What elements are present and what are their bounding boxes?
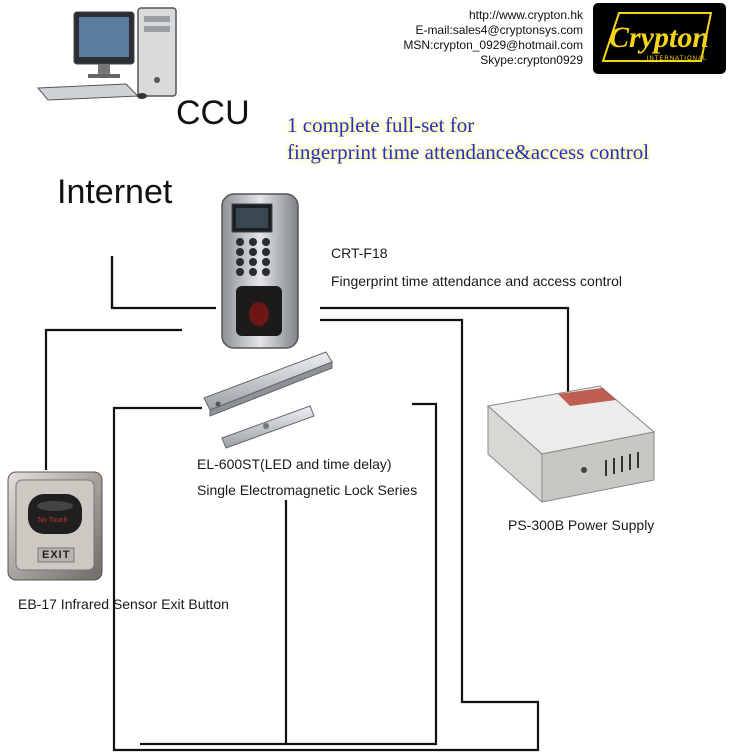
headline-line-1: 1 complete full-set for — [287, 113, 475, 137]
keypad-key — [236, 268, 244, 276]
wire-loop-right — [140, 402, 438, 746]
contact-block: http://www.crypton.hk E-mail:sales4@cryp… — [403, 8, 583, 68]
keypad-key — [262, 268, 270, 276]
keypad-key — [249, 238, 257, 246]
electromagnetic-lock-icon — [203, 351, 333, 449]
keypad-key — [236, 238, 244, 246]
keypad-key — [249, 248, 257, 256]
mouse — [137, 93, 147, 99]
fingerprint-terminal-icon — [221, 193, 299, 349]
contact-website: http://www.crypton.hk — [468, 8, 583, 22]
lock-model-label: EL-600ST(LED and time delay) — [197, 456, 392, 472]
headline-line-2: fingerprint time attendance&access contr… — [287, 140, 650, 164]
contact-skype: Skype:crypton0929 — [480, 53, 583, 67]
power-supply-icon — [486, 385, 656, 504]
logo-tagline: INTERNATIONAL — [647, 56, 708, 62]
power-supply-label: PS-300B Power Supply — [508, 517, 655, 533]
lock-body — [203, 351, 333, 411]
crypton-logo: Crypton INTERNATIONAL — [593, 3, 726, 74]
wire-terminal-to-power-supply — [320, 306, 570, 392]
wire-loop-outer — [112, 318, 540, 752]
exit-button-icon — [7, 471, 103, 581]
contact-email: E-mail:sales4@cryptonsys.com — [415, 23, 583, 37]
keypad-key — [262, 248, 270, 256]
crypton-logo-mark: Crypton INTERNATIONAL — [601, 12, 713, 62]
keypad-key — [249, 258, 257, 266]
ccu-label: CCU — [176, 94, 250, 132]
keypad-key — [249, 268, 257, 276]
exit-button-label: EB-17 Infrared Sensor Exit Button — [18, 596, 229, 612]
exit-plate-text: EXIT — [42, 549, 71, 561]
internet-label: Internet — [57, 173, 173, 211]
contact-msn: MSN:crypton_0929@hotmail.com — [403, 38, 583, 52]
infrared-sensor — [28, 494, 82, 534]
crt-model-label: CRT-F18 — [331, 245, 388, 261]
keypad-key — [236, 248, 244, 256]
computer-icon — [36, 7, 177, 101]
wire-internet-to-terminal — [110, 256, 216, 310]
keypad-key — [262, 238, 270, 246]
terminal-keypad — [236, 238, 270, 276]
power-supply-label-sticker — [558, 388, 616, 406]
crt-desc-label: Fingerprint time attendance and access c… — [331, 273, 623, 289]
keypad-key — [236, 258, 244, 266]
keypad-key — [262, 258, 270, 266]
lock-desc-label: Single Electromagnetic Lock Series — [197, 482, 418, 498]
keyboard — [36, 83, 140, 101]
sensor-text: No Touch — [38, 517, 68, 524]
logo-wordmark: Crypton — [609, 21, 709, 54]
wire-terminal-to-exit-button — [44, 328, 182, 470]
